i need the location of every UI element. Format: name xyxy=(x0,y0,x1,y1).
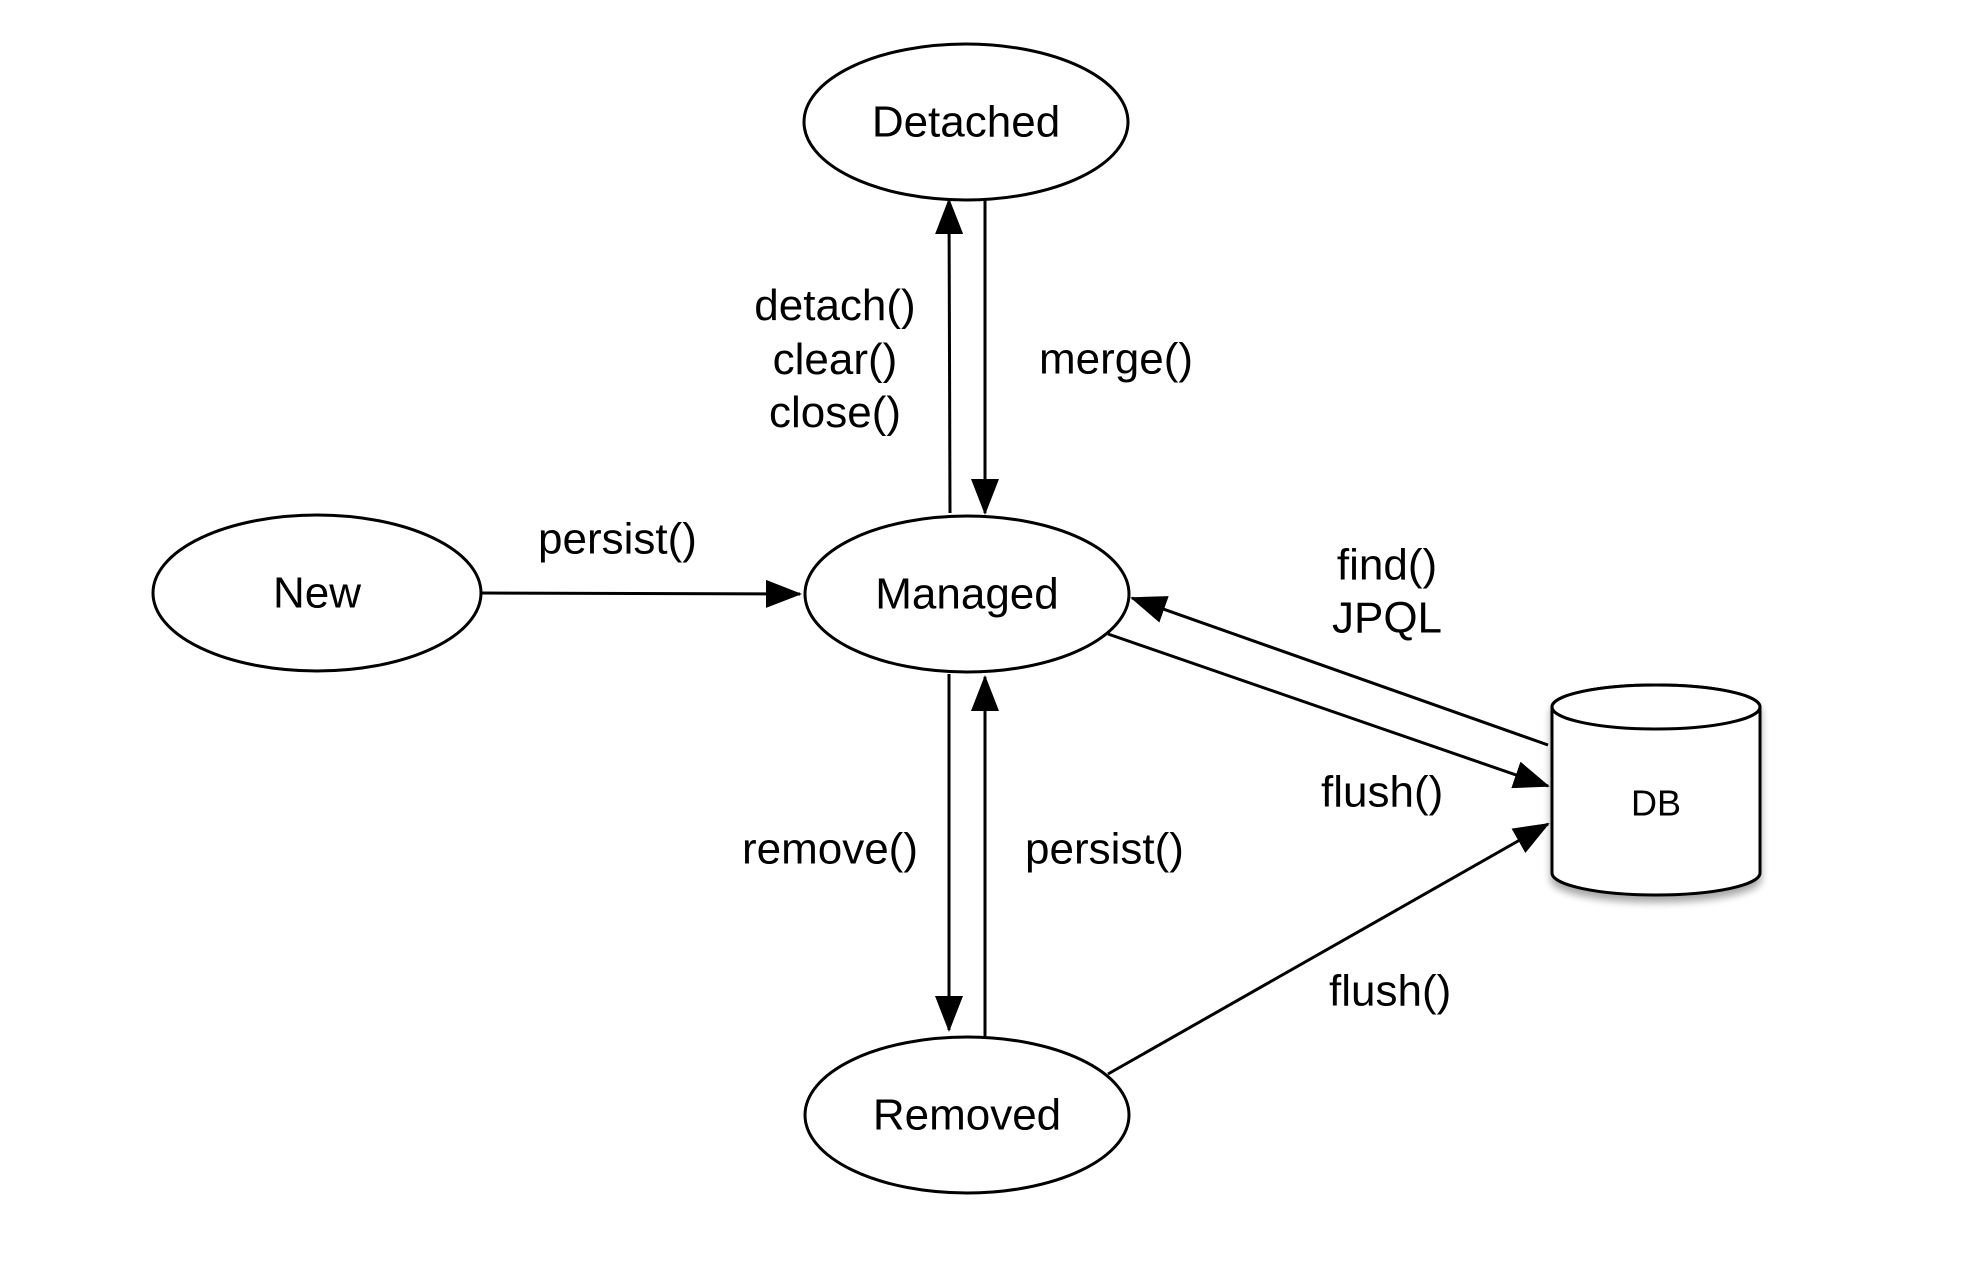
label-find: find() xyxy=(1337,541,1437,590)
node-removed-label: Removed xyxy=(873,1091,1061,1140)
label-detach-line-1: detach() xyxy=(754,281,915,330)
label-flush-managed: flush() xyxy=(1321,768,1443,817)
node-detached-label: Detached xyxy=(872,98,1060,147)
label-persist-removed: persist() xyxy=(1025,825,1184,874)
node-new-label: New xyxy=(273,569,361,618)
label-jpql: JPQL xyxy=(1332,594,1442,643)
label-detach-line-2: clear() xyxy=(773,335,898,384)
label-close: close() xyxy=(769,388,901,437)
edge-detach xyxy=(935,198,964,514)
node-managed-label: Managed xyxy=(875,570,1058,619)
edge-persist-new xyxy=(480,579,802,608)
label-flush-removed: flush() xyxy=(1329,967,1451,1016)
node-managed: Managed xyxy=(803,514,1131,674)
label-detach: detach() xyxy=(754,281,915,330)
node-detached: Detached xyxy=(802,42,1130,202)
node-db: DB xyxy=(1550,683,1762,897)
label-persist-new: persist() xyxy=(538,515,697,564)
label-clear: clear() xyxy=(773,335,898,384)
label-merge: merge() xyxy=(1039,335,1193,384)
edge-find xyxy=(1130,596,1549,747)
edge-flush-managed xyxy=(1107,632,1550,789)
node-new: New xyxy=(151,513,483,673)
label-remove: remove() xyxy=(742,825,918,874)
edge-flush-removed xyxy=(1107,822,1550,1076)
label-detach-line-3: close() xyxy=(769,388,901,437)
node-removed: Removed xyxy=(803,1035,1131,1195)
node-db-label: DB xyxy=(1631,783,1681,824)
